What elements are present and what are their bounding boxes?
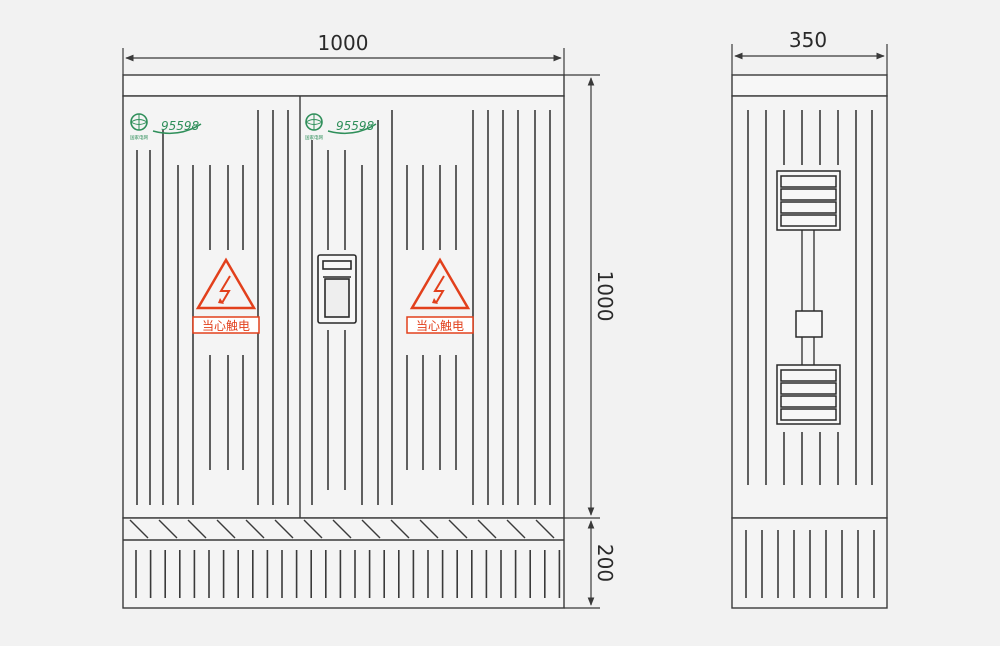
side-body xyxy=(731,95,888,519)
dim-heights xyxy=(564,74,600,609)
door-handle[interactable] xyxy=(317,254,357,324)
front-base xyxy=(122,517,565,609)
warning-sign-left: 当心触电 xyxy=(191,258,261,335)
warning-label-right: 当心触电 xyxy=(416,319,464,333)
logo-right: 95598 国家电网 xyxy=(305,113,377,141)
dim-cabinet-height-label: 1000 xyxy=(593,271,617,322)
hatch-line xyxy=(506,519,526,539)
hatch-line xyxy=(129,519,149,539)
hatch-line xyxy=(216,519,236,539)
logo-hotline-left: 95598 xyxy=(161,119,200,133)
hatch-line xyxy=(535,519,555,539)
side-vent-lower xyxy=(776,364,841,425)
base-ribs xyxy=(135,550,561,598)
front-view xyxy=(122,74,565,609)
logo-left: 95598 国家电网 xyxy=(130,113,202,141)
side-lock-box[interactable] xyxy=(795,310,823,338)
dim-side-width-label: 350 xyxy=(789,28,827,52)
dim-side-width xyxy=(731,44,888,75)
dim-front-width xyxy=(122,48,565,75)
hatch-line xyxy=(303,519,323,539)
warning-label-left: 当心触电 xyxy=(202,319,250,333)
logo-caption-left: 国家电网 xyxy=(130,134,148,141)
hatch-line xyxy=(332,519,352,539)
hatch-line xyxy=(187,519,207,539)
side-view xyxy=(731,74,888,609)
hatch-line xyxy=(245,519,265,539)
side-top-cap xyxy=(731,74,888,97)
dim-front-width-label: 1000 xyxy=(318,31,369,55)
hatch-line xyxy=(419,519,439,539)
base-hatching xyxy=(129,519,555,539)
hatch-line xyxy=(477,519,497,539)
dim-base-height-label: 200 xyxy=(593,544,617,582)
hatch-line xyxy=(274,519,294,539)
warning-sign-right: 当心触电 xyxy=(405,258,475,335)
hatch-line xyxy=(158,519,178,539)
hatch-line xyxy=(448,519,468,539)
side-ribs xyxy=(745,110,875,598)
side-panel-fittings xyxy=(801,230,815,365)
logo-caption-right: 国家电网 xyxy=(305,134,323,141)
front-top-cap xyxy=(122,74,565,97)
side-vent-upper xyxy=(776,170,841,231)
front-door-ribs xyxy=(136,110,551,505)
hatch-line xyxy=(361,519,381,539)
logo-hotline-right: 95598 xyxy=(336,119,375,133)
hatch-line xyxy=(390,519,410,539)
